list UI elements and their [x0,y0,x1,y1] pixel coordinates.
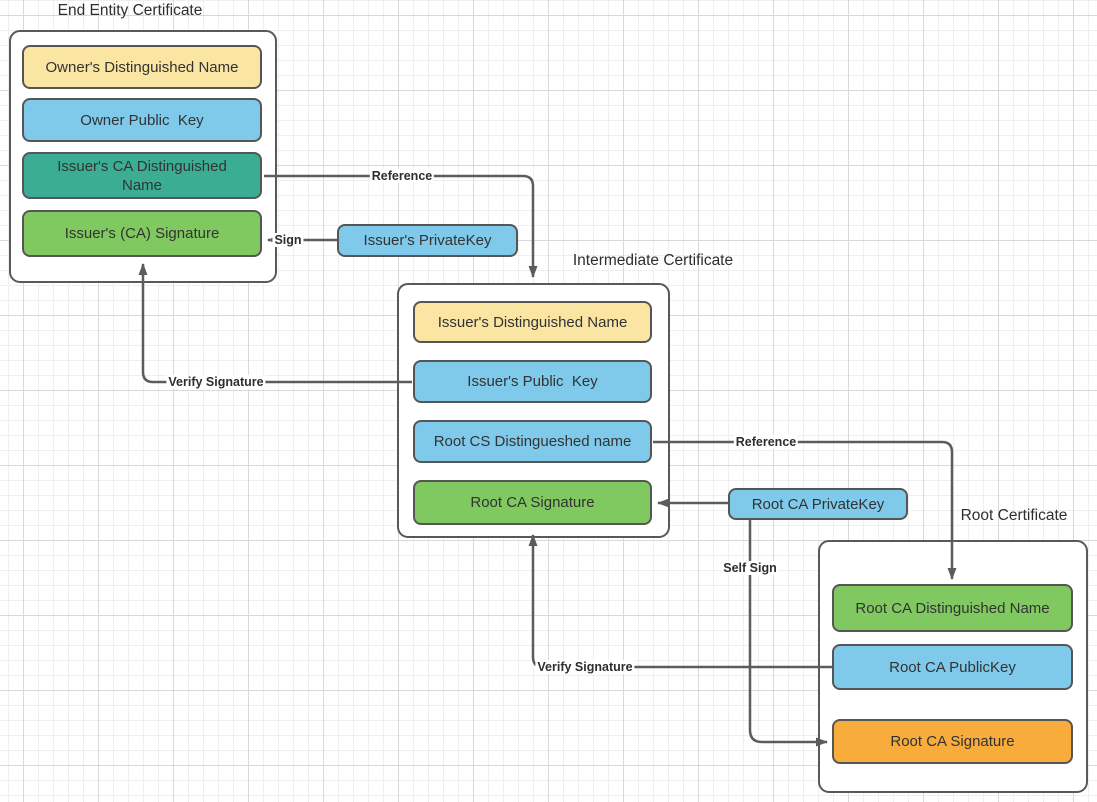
label-reference-top: Reference [369,169,435,183]
field-root-ca-signature-intermediate[interactable]: Root CA Signature [413,480,652,525]
field-issuers-distinguished-name[interactable]: Issuer's Distinguished Name [413,301,652,343]
label-verify-signature-bottom: Verify Signature [535,660,635,674]
root-certificate-title: Root Certificate [960,507,1068,524]
label-reference-right: Reference [733,435,799,449]
field-issuers-ca-signature[interactable]: Issuer's (CA) Signature [22,210,262,257]
label-self-sign: Self Sign [721,561,779,575]
intermediate-certificate-title: Intermediate Certificate [572,252,734,269]
field-root-ca-signature-root[interactable]: Root CA Signature [832,719,1073,764]
arrow-verify-signature-bottom [528,534,832,669]
field-root-cs-distingueshed-name[interactable]: Root CS Distingueshed name [413,420,652,463]
arrow-self-sign [748,520,828,747]
field-root-ca-distinguished-name[interactable]: Root CA Distinguished Name [832,584,1073,632]
field-owner-public-key[interactable]: Owner Public Key [22,98,262,142]
node-root-ca-privatekey[interactable]: Root CA PrivateKey [728,488,908,520]
field-root-ca-publickey[interactable]: Root CA PublicKey [832,644,1073,690]
label-sign: Sign [272,233,304,247]
label-verify-signature-left: Verify Signature [166,375,266,389]
field-issuers-public-key[interactable]: Issuer's Public Key [413,360,652,403]
node-issuers-privatekey[interactable]: Issuer's PrivateKey [337,224,518,257]
end-entity-certificate-title: End Entity Certificate [57,2,203,19]
field-issuers-ca-distinguished-name[interactable]: Issuer's CA Distinguished Name [22,152,262,199]
field-owners-distinguished-name[interactable]: Owner's Distinguished Name [22,45,262,89]
